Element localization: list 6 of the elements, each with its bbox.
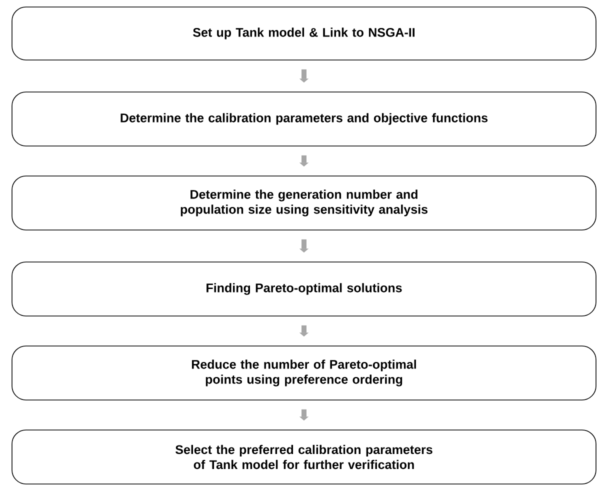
process-box: Set up Tank model & Link to NSGA-II xyxy=(12,6,596,60)
process-box: Reduce the number of Pareto-optimal points using preference ordering xyxy=(12,346,596,400)
process-box: Determine the calibration parameters and objective functions xyxy=(12,92,596,146)
process-box: Select the preferred calibration parameters of Tank model for further verification xyxy=(12,430,596,484)
process-box: Finding Pareto-optimal solutions xyxy=(12,262,596,316)
process-box: Determine the generation number and population size using sensitivity analysis xyxy=(12,176,596,230)
